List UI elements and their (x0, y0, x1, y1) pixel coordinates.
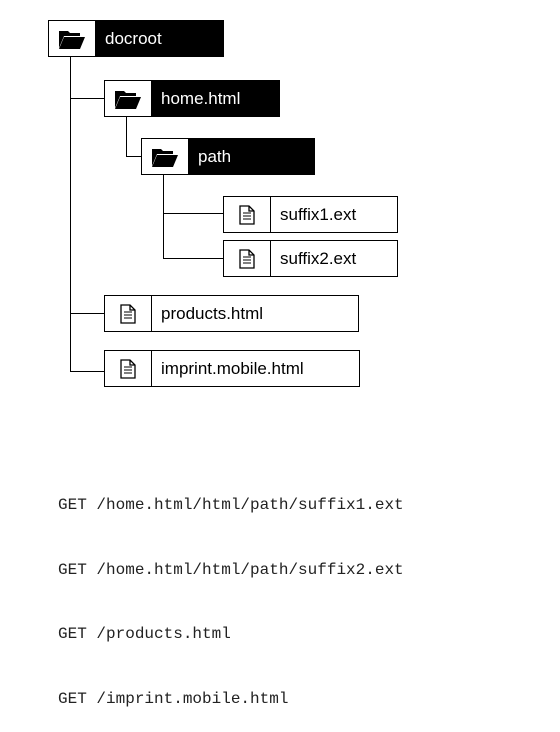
tree-node-label: suffix1.ext (271, 197, 397, 232)
tree-node-products-html[interactable]: products.html (104, 295, 359, 332)
folder-open-icon (105, 81, 152, 116)
tree-node-suffix1-ext[interactable]: suffix1.ext (223, 196, 398, 233)
tree-node-label: home.html (152, 81, 279, 116)
request-line: GET /products.html (58, 625, 231, 643)
tree-node-label: products.html (152, 296, 358, 331)
tree-node-label: path (189, 139, 314, 174)
tree-node-label: suffix2.ext (271, 241, 397, 276)
request-line: GET /home.html/html/path/suffix1.ext (58, 496, 404, 514)
document-icon (105, 351, 152, 386)
folder-open-icon (142, 139, 189, 174)
folder-open-icon (49, 21, 96, 56)
request-line: GET /imprint.mobile.html (58, 689, 289, 708)
tree-connectors (70, 56, 223, 372)
tree-node-imprint-mobile-html[interactable]: imprint.mobile.html (104, 350, 360, 387)
request-list: GET /home.html/html/path/suffix1.ext GET… (58, 452, 404, 732)
tree-node-docroot[interactable]: docroot (48, 20, 224, 57)
document-icon (105, 296, 152, 331)
tree-node-path[interactable]: path (141, 138, 315, 175)
document-icon (224, 241, 271, 276)
tree-node-label: docroot (96, 21, 223, 56)
tree-node-suffix2-ext[interactable]: suffix2.ext (223, 240, 398, 277)
document-icon (224, 197, 271, 232)
tree-node-home-html[interactable]: home.html (104, 80, 280, 117)
request-line: GET /home.html/html/path/suffix2.ext (58, 560, 404, 579)
tree-node-label: imprint.mobile.html (152, 351, 359, 386)
